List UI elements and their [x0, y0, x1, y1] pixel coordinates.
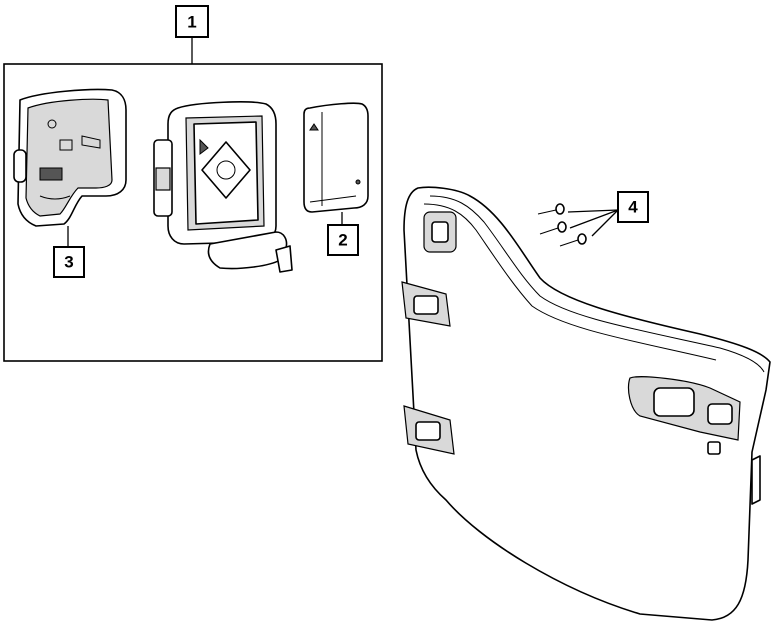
- mirror-housing-part: [153, 101, 293, 273]
- screw-1: [537, 203, 565, 215]
- callout-3[interactable]: 3: [53, 246, 85, 278]
- callout-2-label: 2: [338, 231, 347, 250]
- mirror-cover-part: [13, 88, 127, 227]
- screw-2: [539, 221, 567, 235]
- door-panel-part: [401, 186, 771, 621]
- screw-3: [559, 233, 587, 247]
- mirror-assembly-frame: [3, 63, 383, 362]
- callout-3-label: 3: [64, 253, 73, 272]
- leader-4: [567, 209, 619, 237]
- callout-4-label: 4: [628, 198, 638, 217]
- callout-4[interactable]: 4: [617, 191, 649, 223]
- callout-1-label: 1: [187, 13, 196, 32]
- screw-set-part: [537, 203, 587, 247]
- callout-1[interactable]: 1: [175, 5, 209, 38]
- mirror-glass-part: [303, 102, 369, 213]
- callout-2[interactable]: 2: [327, 224, 359, 256]
